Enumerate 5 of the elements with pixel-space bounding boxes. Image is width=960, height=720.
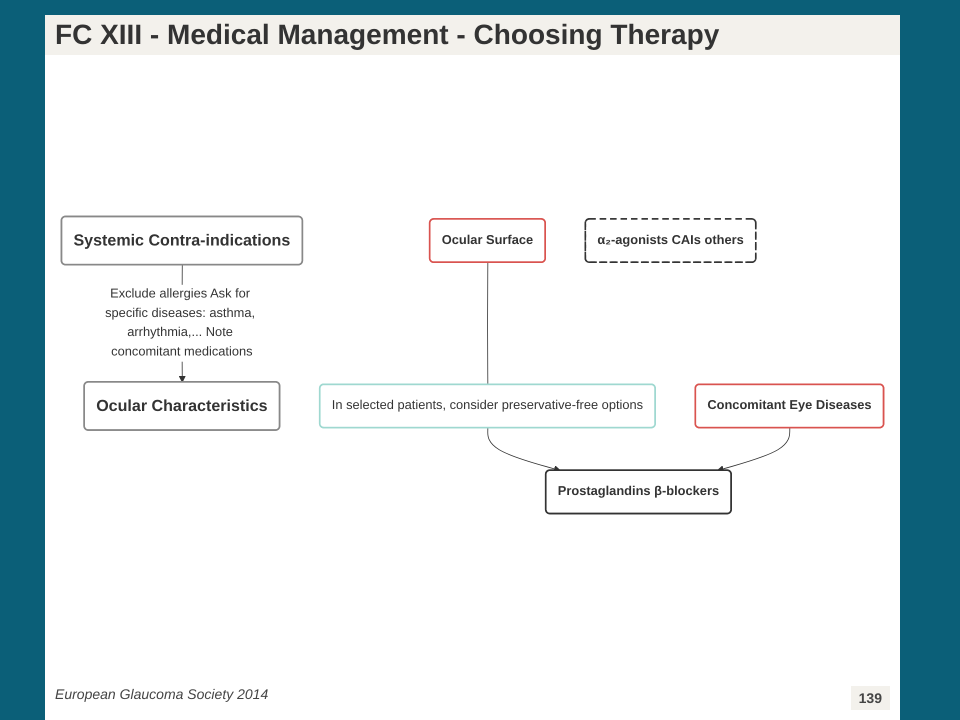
slide-title: FC XIII - Medical Management - Choosing Therapy	[45, 15, 900, 55]
source-note: European Glaucoma Society 2014	[55, 686, 268, 704]
connector	[487, 262, 488, 386]
edge-label: Exclude allergies Ask for specific diseases: asthma, arrhythmia,... Note concomitant medications	[105, 287, 256, 359]
page-number: 139	[850, 686, 890, 710]
